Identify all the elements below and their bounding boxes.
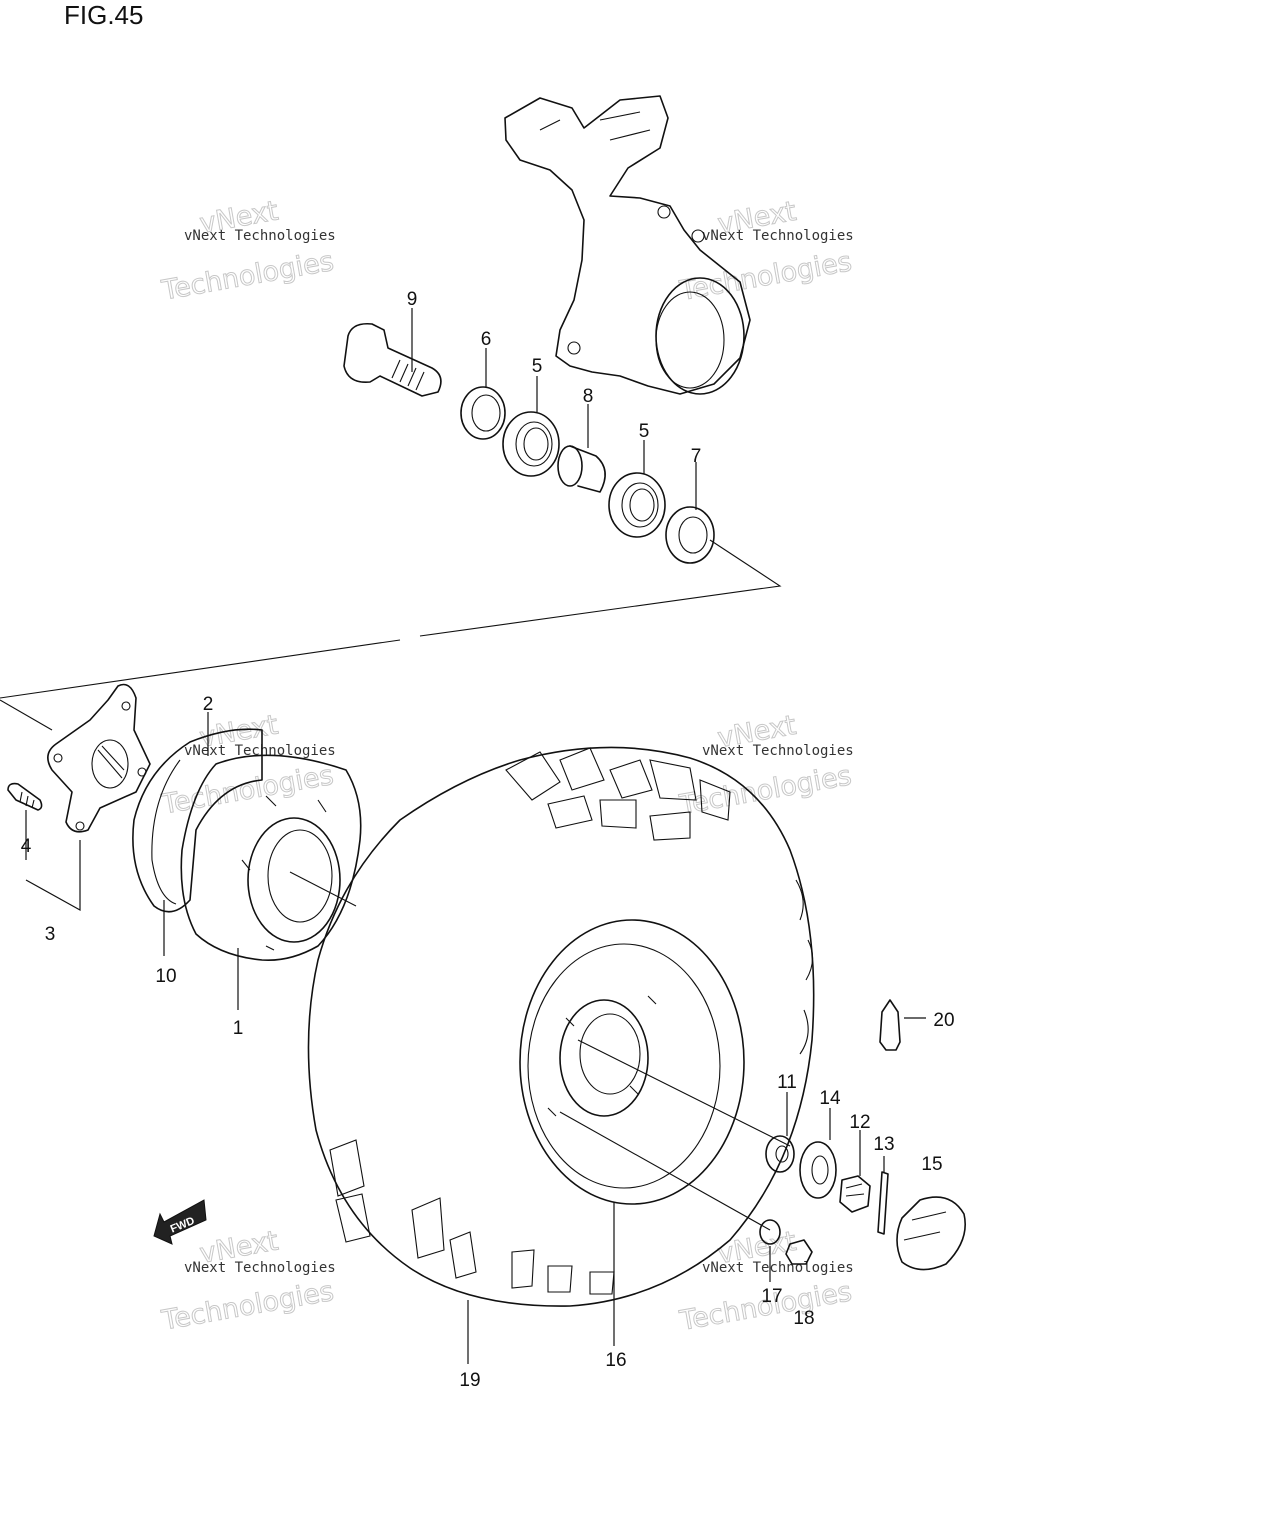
callout-8: 8 [583, 386, 594, 407]
callout-2: 2 [203, 694, 214, 715]
callout-14: 14 [819, 1088, 841, 1109]
part-20-valve [879, 999, 901, 1051]
part-13-cotter-pin [877, 1171, 889, 1235]
callout-5: 5 [639, 421, 650, 442]
callout-15: 15 [921, 1154, 942, 1175]
part-11-washer [765, 1135, 795, 1173]
svg-text:vNext Technologies: vNext Technologies [702, 1260, 854, 1276]
steering-knuckle [504, 95, 751, 395]
part-3-hub [47, 683, 151, 833]
part-8-spacer [557, 445, 606, 493]
callout-9: 9 [407, 289, 418, 310]
watermark: vNext vNext Technologies Technologies [158, 709, 336, 821]
svg-text:Technologies: Technologies [159, 1276, 336, 1337]
callout-12: 12 [849, 1112, 870, 1133]
part-19-tire [307, 746, 815, 1307]
callout-19: 19 [459, 1370, 480, 1391]
callout-18: 18 [793, 1308, 814, 1329]
watermark: vNext vNext Technologies Technologies [676, 709, 854, 821]
watermark-group: vNext vNext Technologies Technologies vN… [158, 195, 854, 1338]
svg-text:Technologies: Technologies [677, 246, 854, 307]
callout-10: 10 [155, 966, 176, 987]
part-14-washer [799, 1141, 837, 1199]
svg-text:Technologies: Technologies [159, 246, 336, 307]
svg-text:Technologies: Technologies [159, 760, 336, 821]
leader-lines [25, 308, 926, 1364]
callout-20: 20 [933, 1010, 954, 1031]
part-7-seal [665, 506, 715, 564]
part-16-wheel-rim [519, 919, 745, 1205]
svg-text:vNext Technologies: vNext Technologies [702, 228, 854, 244]
callout-17: 17 [761, 1286, 782, 1307]
part-18-nut [785, 1239, 813, 1265]
part-15-hub-cap [896, 1196, 966, 1271]
part-10-brake-drum-plate [132, 728, 263, 913]
part-4-stud-bolt [7, 782, 43, 811]
part-5-bearing [502, 411, 560, 477]
watermark: vNext vNext Technologies Technologies [158, 195, 336, 307]
svg-text:vNext Technologies: vNext Technologies [184, 743, 336, 759]
svg-text:vNext Technologies: vNext Technologies [702, 743, 854, 759]
assembly-axis-lines [0, 539, 782, 731]
part-9-bolt [343, 322, 442, 397]
callout-1: 1 [233, 1018, 244, 1039]
svg-text:vNext Technologies: vNext Technologies [184, 1260, 336, 1276]
callout-6: 6 [481, 329, 492, 350]
callout-3: 3 [45, 924, 56, 945]
callout-4: 4 [21, 836, 32, 857]
callout-7: 7 [691, 446, 702, 467]
callout-16: 16 [605, 1350, 626, 1371]
callout-5: 5 [532, 356, 543, 377]
part-5-bearing [608, 472, 666, 538]
wheel-centerlines [289, 871, 791, 1231]
callout-11: 11 [777, 1072, 797, 1093]
part-12-castle-nut [839, 1175, 871, 1213]
figure-title: FIG.45 [64, 0, 144, 30]
watermark: vNext vNext Technologies Technologies [676, 195, 854, 307]
watermark: vNext vNext Technologies Technologies [158, 1225, 336, 1337]
callout-13: 13 [873, 1134, 894, 1155]
part-6-seal [460, 386, 506, 440]
part-1-brake-drum [180, 754, 362, 962]
svg-text:vNext Technologies: vNext Technologies [184, 228, 336, 244]
part-17-washer [759, 1219, 781, 1245]
fwd-arrow-icon: FWD [153, 1199, 207, 1245]
callout-numbers: 9 6 5 8 5 7 2 4 3 10 1 20 11 14 12 13 15… [21, 289, 955, 1391]
